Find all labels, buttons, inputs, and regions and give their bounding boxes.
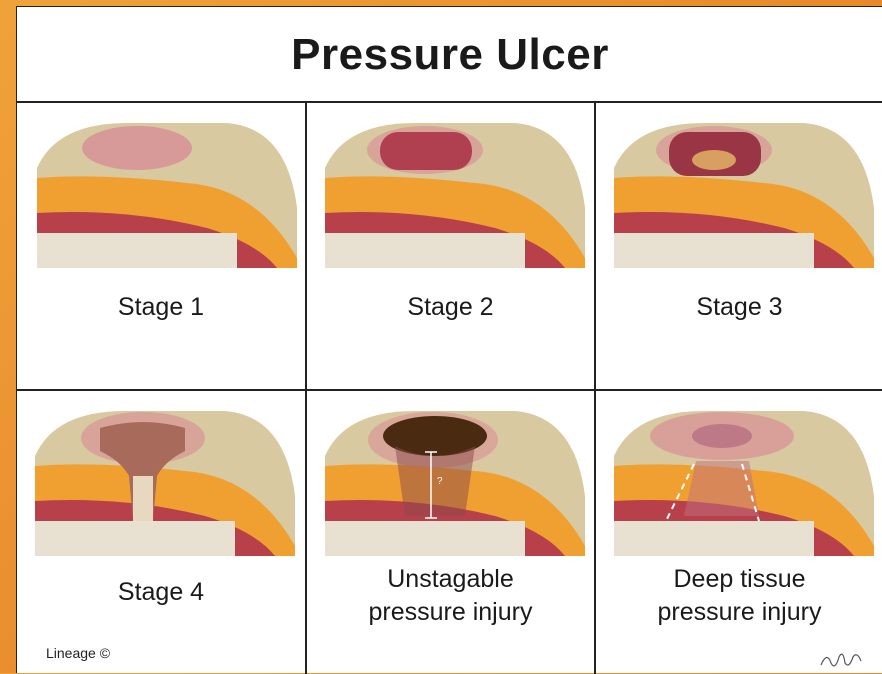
depth-question-mark: ? <box>437 476 443 487</box>
unstageable-label: Unstagable pressure injury <box>307 563 594 629</box>
stage-3-cell: Stage 3 <box>596 103 882 389</box>
unstageable-label-line-1: Unstagable <box>387 565 513 593</box>
diagram-panel: Pressure Ulcer Stage 1 <box>16 6 882 673</box>
page-title: Pressure Ulcer <box>17 7 882 103</box>
stage-2-illustration <box>307 103 594 283</box>
stage-2-label: Stage 2 <box>307 291 594 324</box>
stage-1-label: Stage 1 <box>17 291 305 324</box>
stage-3-illustration <box>596 103 882 283</box>
stage-4-label: Stage 4 <box>17 576 305 609</box>
artist-signature <box>817 643 867 673</box>
stage-4-illustration <box>17 391 305 571</box>
unstageable-illustration: ? <box>307 391 594 571</box>
credit-text: Lineage © <box>46 645 110 661</box>
deep-tissue-label: Deep tissue pressure injury <box>596 563 882 629</box>
unstageable-label-line-2: pressure injury <box>369 598 533 626</box>
stage-1-illustration <box>17 103 305 283</box>
deep-tissue-illustration <box>596 391 882 571</box>
stage-3-label: Stage 3 <box>596 291 882 324</box>
unstageable-cell: ? Unstagable pressure injury <box>307 391 594 674</box>
stage-4-cell: Stage 4 <box>17 391 305 674</box>
stage-1-cell: Stage 1 <box>17 103 305 389</box>
deep-tissue-label-line-2: pressure injury <box>658 598 822 626</box>
stage-2-cell: Stage 2 <box>307 103 594 389</box>
deep-tissue-label-line-1: Deep tissue <box>673 565 805 593</box>
deep-tissue-cell: Deep tissue pressure injury <box>596 391 882 674</box>
